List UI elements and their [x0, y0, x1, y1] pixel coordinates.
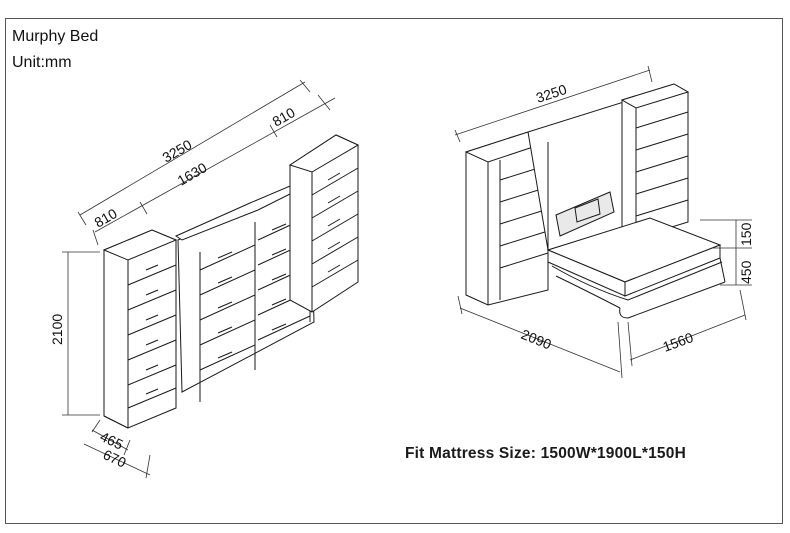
right-bed-view: 3250: [454, 65, 754, 379]
left-bookcase: [102, 229, 178, 429]
diagram-title: Murphy Bed: [12, 28, 99, 45]
bed-width-label: 1560: [661, 329, 696, 355]
diagram-frame: [5, 18, 783, 524]
center-width-label: 1630: [175, 159, 210, 189]
depth-dimension: [83, 419, 151, 479]
height-dimensions: [700, 219, 752, 286]
right-width-label: 810: [270, 104, 298, 130]
open-total-width-label: 3250: [534, 81, 569, 106]
open-right-bookcase: [620, 83, 690, 239]
height-label: 2100: [49, 314, 65, 345]
depth-total-label: 670: [101, 446, 129, 470]
left-cabinet-view: 3250 1630 810 810 2100 465 670: [49, 79, 360, 479]
left-width-label: 810: [92, 205, 120, 231]
bed-frame: [546, 217, 726, 319]
open-left-bookcase: [464, 131, 550, 306]
height-dimension: [62, 251, 100, 416]
total-width-label: 3250: [160, 136, 195, 166]
top-width-dimension: [454, 65, 653, 143]
unit-label: Unit:mm: [12, 54, 72, 71]
mattress-height-label: 150: [738, 222, 754, 246]
frame-height-label: 450: [738, 260, 754, 284]
length-dimension: [457, 295, 623, 379]
bed-width-dimension: [627, 289, 747, 367]
mattress-size-note: Fit Mattress Size: 1500W*1900L*150H: [405, 445, 686, 462]
right-bookcase: [288, 134, 360, 313]
headboard: [555, 191, 615, 237]
length-label: 2090: [519, 326, 554, 353]
top-dimension-lines: [77, 79, 336, 246]
